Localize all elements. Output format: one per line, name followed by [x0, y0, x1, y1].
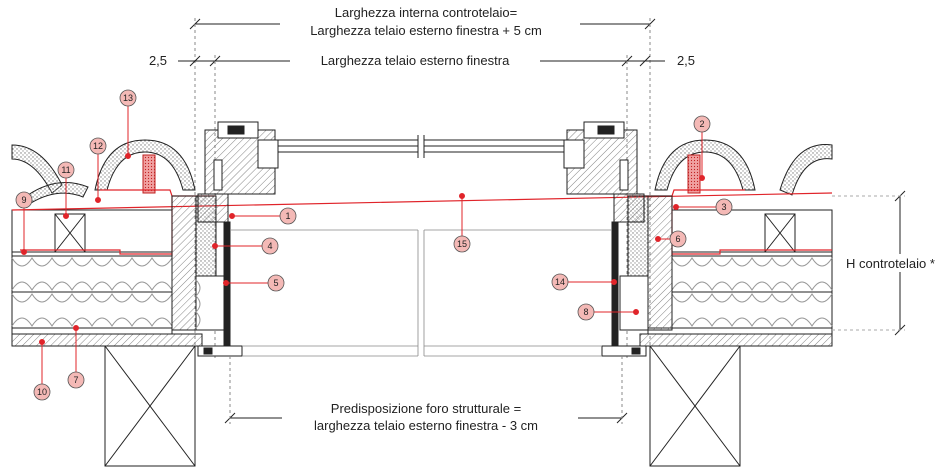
bottom-dimension-line2: larghezza telaio esterno finestra - 3 cm — [314, 418, 538, 433]
roof-tiles-right — [654, 139, 833, 196]
callout-13 — [119, 89, 137, 107]
top-dimension-line1: Larghezza interna controtelaio= — [335, 5, 517, 20]
insulation-layer-right — [671, 255, 833, 329]
svg-text:5: 5 — [273, 278, 278, 288]
callout-11 — [57, 161, 75, 179]
deck-boards — [11, 209, 833, 347]
window-profile-right — [563, 121, 645, 223]
callout-14 — [551, 273, 569, 291]
frame-width-label: Larghezza telaio esterno finestra — [321, 53, 510, 68]
svg-text:2: 2 — [699, 119, 704, 129]
left-gap-label: 2,5 — [149, 53, 167, 68]
insulation-layer-left — [11, 255, 173, 329]
callout-7 — [67, 371, 85, 389]
callout-bubbles — [15, 89, 733, 401]
window-profile-left — [197, 121, 279, 223]
right-gap-label: 2,5 — [677, 53, 695, 68]
glass-pane — [278, 135, 564, 158]
callout-numbers: 1 2 3 4 5 6 7 8 9 10 11 12 13 14 15 — [21, 93, 726, 397]
top-dimension-line2: Larghezza telaio esterno finestra + 5 cm — [310, 23, 542, 38]
svg-text:6: 6 — [675, 234, 680, 244]
svg-text:14: 14 — [555, 277, 565, 287]
svg-text:11: 11 — [61, 165, 70, 175]
callout-8 — [577, 303, 595, 321]
callout-1 — [279, 207, 297, 225]
svg-text:10: 10 — [37, 387, 47, 397]
svg-text:1: 1 — [285, 211, 290, 221]
callout-3 — [715, 198, 733, 216]
callout-4 — [261, 237, 279, 255]
svg-text:8: 8 — [583, 307, 588, 317]
callout-6 — [669, 230, 687, 248]
callout-15 — [453, 235, 471, 253]
rafters — [104, 345, 741, 467]
svg-text:13: 13 — [123, 93, 133, 103]
height-label: H controtelaio * — [846, 256, 935, 271]
svg-text:9: 9 — [21, 195, 26, 205]
callout-10 — [33, 383, 51, 401]
svg-text:15: 15 — [457, 239, 467, 249]
roof-tiles-left — [11, 139, 196, 204]
svg-text:12: 12 — [93, 141, 103, 151]
callout-2 — [693, 115, 711, 133]
bottom-dimension-line1: Predisposizione foro strutturale = — [331, 401, 521, 416]
callout-leaders — [21, 106, 716, 384]
callout-12 — [89, 137, 107, 155]
opening-lines — [230, 229, 612, 357]
svg-text:4: 4 — [267, 241, 272, 251]
callout-5 — [267, 274, 285, 292]
callout-9 — [15, 191, 33, 209]
battens — [54, 213, 796, 253]
svg-text:7: 7 — [73, 375, 78, 385]
svg-text:3: 3 — [721, 202, 726, 212]
